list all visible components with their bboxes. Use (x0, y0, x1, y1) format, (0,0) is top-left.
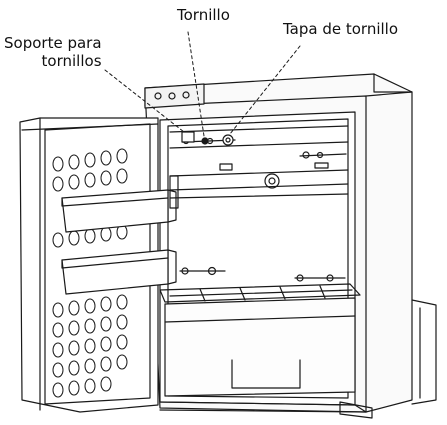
fridge-door (19, 117, 179, 413)
label-screw-cap: Tapa de tornillo (283, 20, 399, 38)
screw-bracket-part (181, 131, 195, 143)
screw-part (201, 137, 209, 145)
label-screw-bracket-line1: Soporte para (4, 34, 102, 52)
door-liner-pattern (52, 148, 128, 398)
label-screw-bracket-line2: tornillos (41, 52, 102, 70)
leader-screw-bracket (104, 69, 185, 133)
label-screw: Tornillo (177, 6, 230, 24)
leader-screw-cap (229, 45, 301, 135)
door-bin-lower (61, 249, 177, 295)
cabinet-interior (159, 111, 373, 419)
label-screw-bracket: Soporte para tornillos (4, 34, 102, 70)
door-bin-upper (61, 189, 177, 233)
screw-cap-part (222, 134, 234, 146)
door-handle (169, 175, 179, 209)
leader-lines (104, 31, 301, 137)
control-panel (144, 83, 205, 109)
leader-screw (187, 31, 205, 137)
